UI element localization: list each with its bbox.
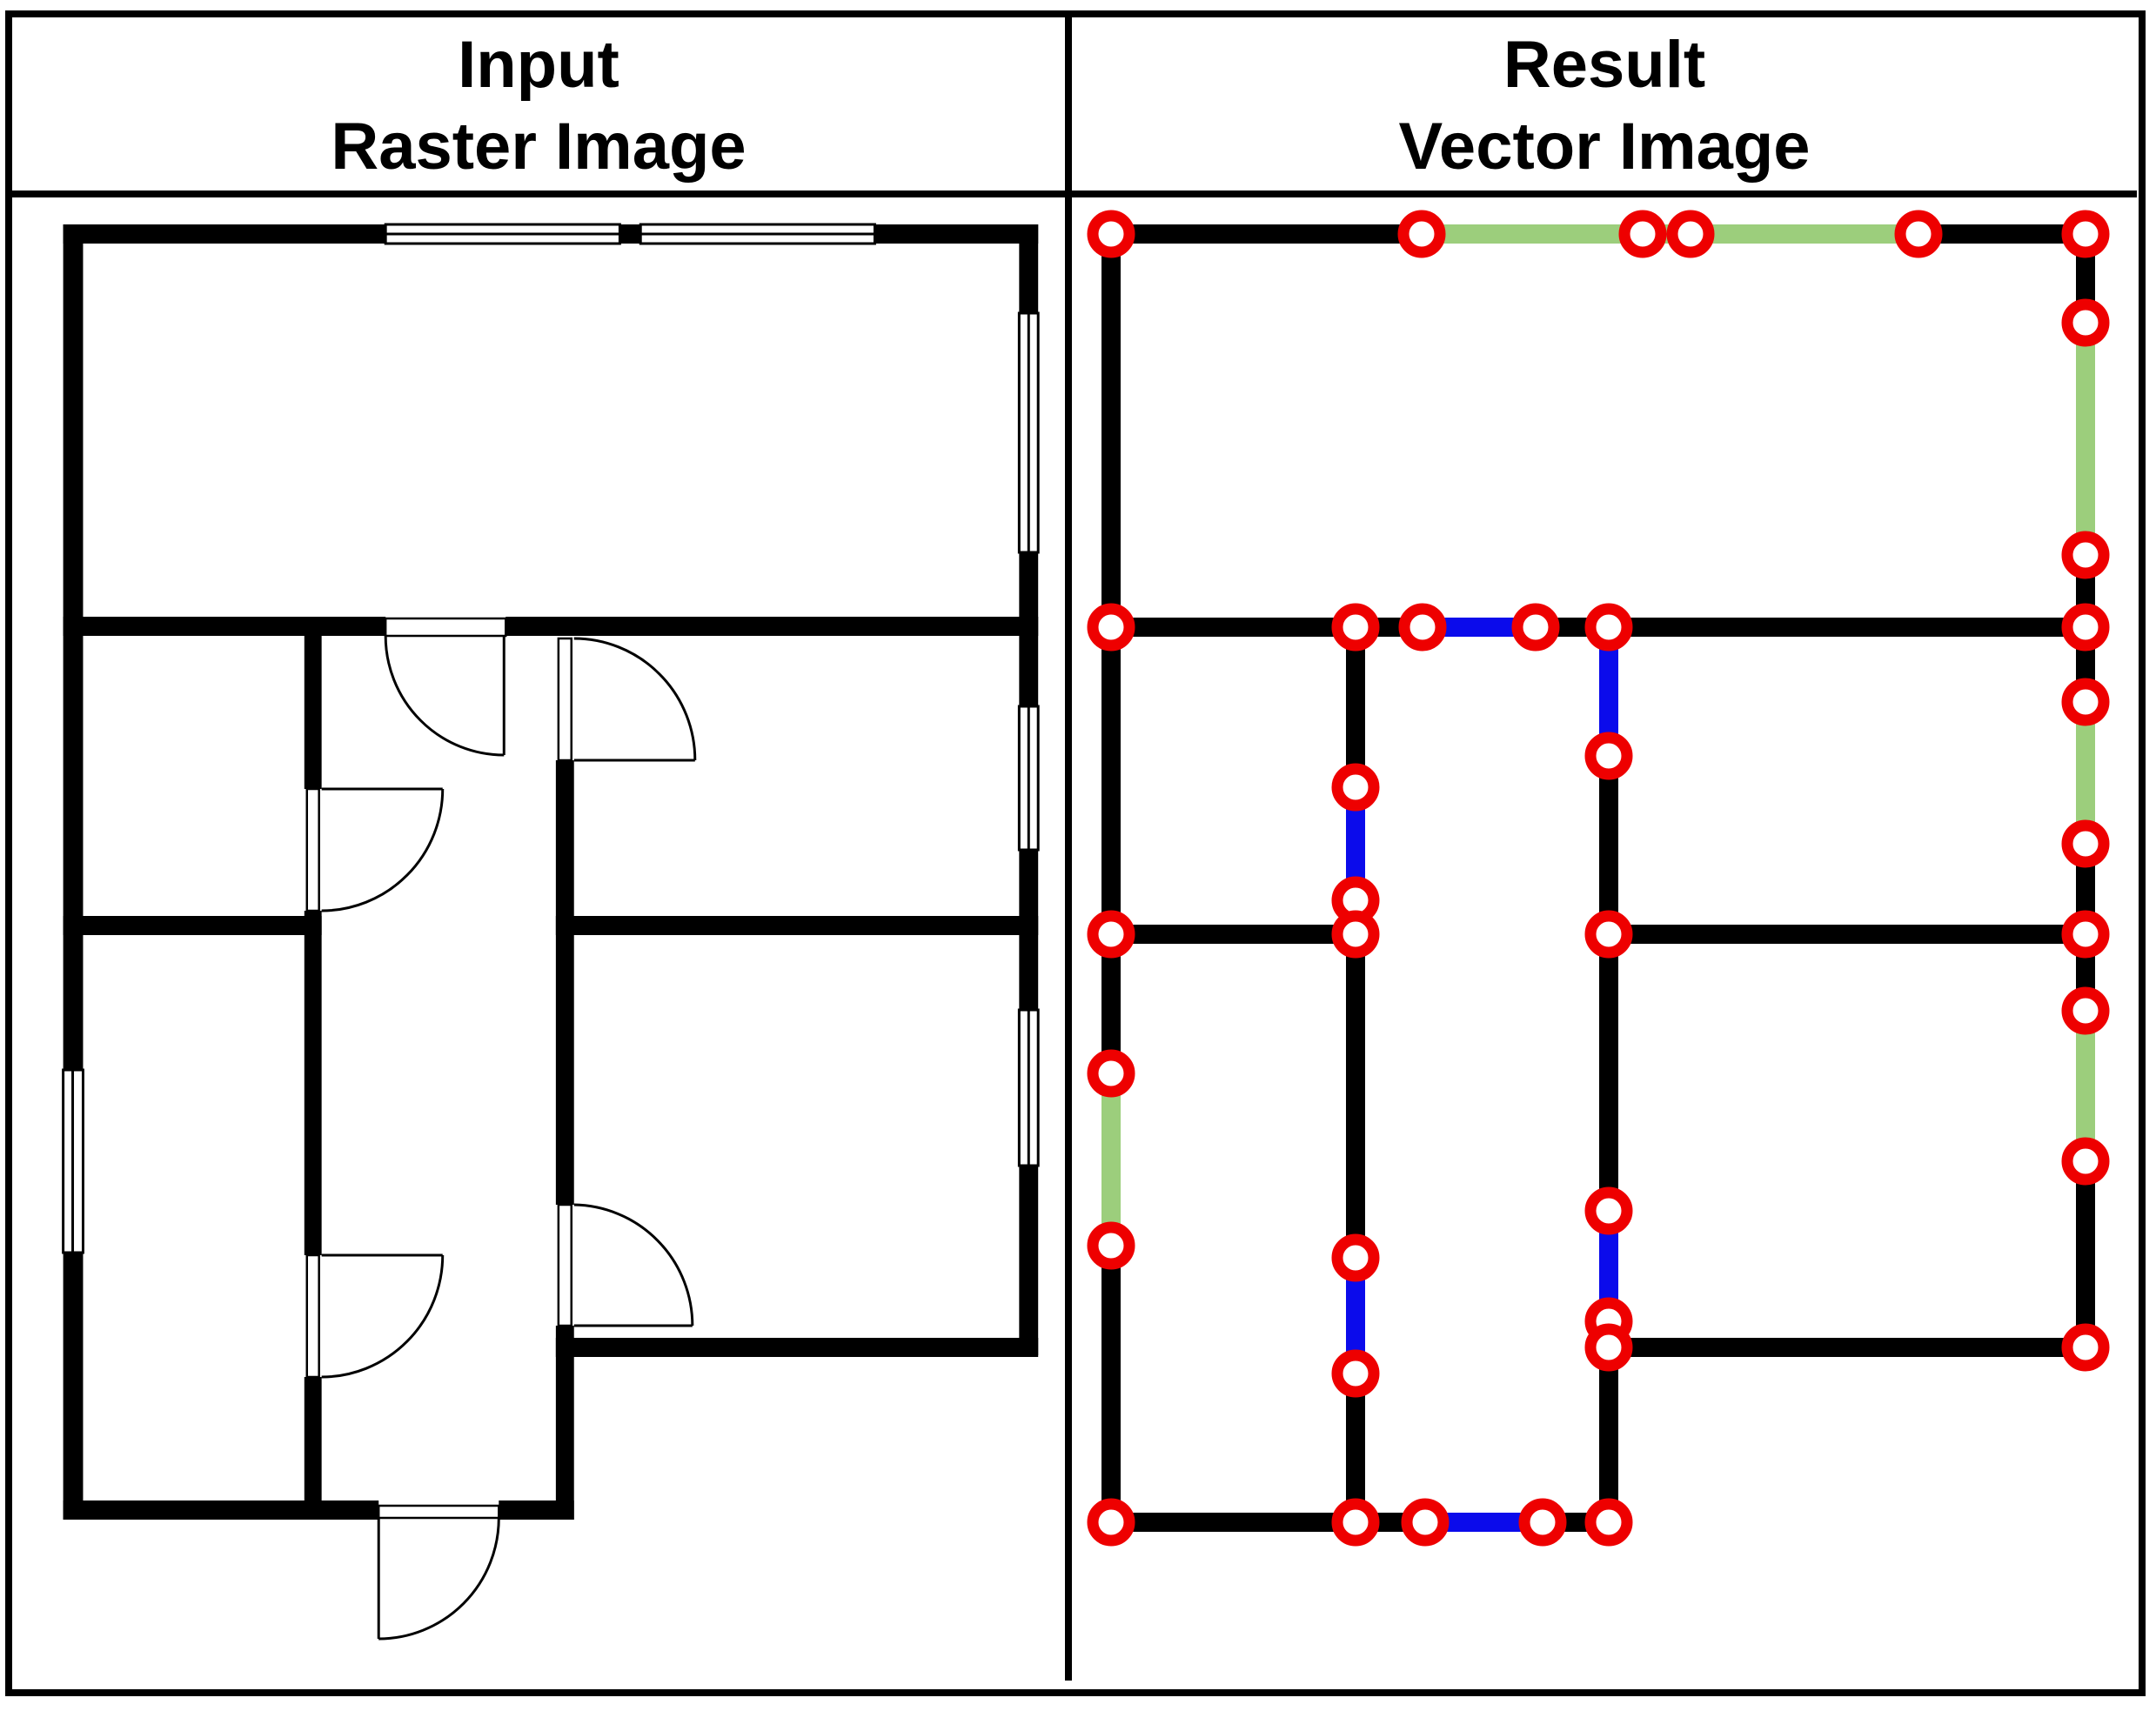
junction-node [1584, 1323, 1633, 1372]
junction-node [1666, 210, 1715, 258]
junction-node [1584, 1498, 1633, 1547]
input-panel-title: Input Raster Image [12, 17, 1065, 188]
door-swing-arc [378, 1517, 500, 1641]
raster-floorplan [62, 223, 1040, 1641]
vector-image-panel [1072, 197, 2137, 1681]
junction-node [2061, 910, 2110, 959]
wall-segment [555, 760, 574, 1205]
wall-segment [555, 916, 1039, 935]
figure-frame: Input Raster Image Result Vector Image [5, 10, 2146, 1696]
door-swing-arc [321, 1254, 445, 1379]
junction-node [1087, 603, 1135, 652]
junction-node [2061, 298, 2110, 347]
junction-node [1584, 910, 1633, 959]
raster-image-panel [12, 197, 1072, 1681]
door-leaf [377, 1504, 500, 1520]
door-leaf [305, 1253, 320, 1379]
junction-node [1584, 603, 1633, 652]
junction-node [1331, 910, 1380, 959]
junction-node [1584, 732, 1633, 780]
door-swing-arc [573, 1203, 694, 1327]
door-swing-arc [573, 637, 697, 761]
junction-node [1511, 603, 1560, 652]
result-title-line1: Result [1503, 28, 1706, 102]
junction-node [1331, 1349, 1380, 1398]
wall-segment [63, 916, 322, 935]
junction-node [1331, 1233, 1380, 1282]
input-title-line1: Input [458, 28, 619, 102]
wall-segment [304, 911, 322, 1255]
wall-segment [619, 224, 641, 244]
junction-node [2061, 986, 2110, 1035]
junction-node [1331, 1498, 1380, 1547]
wall-segment [63, 1253, 84, 1520]
junction-node [1087, 210, 1135, 258]
junction-node [1518, 1498, 1567, 1547]
result-panel-title: Result Vector Image [1072, 17, 2137, 188]
junction-node [1331, 603, 1380, 652]
wall-segment [506, 617, 1039, 636]
junction-node [1087, 1221, 1135, 1270]
junction-node [2061, 603, 2110, 652]
wall-segment [555, 1326, 574, 1520]
wall-segment [874, 224, 1039, 244]
wall-segment [63, 617, 386, 636]
result-title-line2: Vector Image [1398, 110, 1811, 184]
door-swing-arc [384, 635, 505, 757]
junction-node [2061, 1137, 2110, 1186]
door-leaf [305, 787, 320, 912]
door-leaf [384, 617, 507, 638]
vector-floorplan [1087, 210, 2110, 1547]
wall-segment [499, 1500, 574, 1520]
header-cell-input: Input Raster Image [12, 17, 1072, 197]
junction-node [1618, 210, 1667, 258]
junction-node [1894, 210, 1943, 258]
junction-node [2061, 1323, 2110, 1372]
junction-node [2061, 819, 2110, 868]
junction-node [1331, 763, 1380, 812]
wall-segment [304, 1377, 322, 1520]
junction-node [2061, 678, 2110, 726]
input-title-line2: Raster Image [331, 110, 747, 184]
wall-segment [63, 224, 386, 244]
junction-node [1401, 1498, 1450, 1547]
junction-node [1087, 910, 1135, 959]
wall-segment [555, 1338, 1039, 1357]
junction-node [1087, 1498, 1135, 1547]
junction-node [2061, 210, 2110, 258]
wall-segment [304, 636, 322, 789]
header-cell-result: Result Vector Image [1072, 17, 2137, 197]
wall-segment [1019, 224, 1039, 313]
wall-segment [63, 224, 84, 1070]
junction-node [1584, 1186, 1633, 1235]
door-leaf [557, 637, 572, 762]
junction-node [1397, 210, 1446, 258]
wall-segment [63, 1500, 379, 1520]
wall-segment [1019, 1166, 1039, 1355]
junction-node [1398, 603, 1447, 652]
door-swing-arc [321, 788, 445, 912]
junction-node [1087, 1049, 1135, 1098]
door-leaf [557, 1203, 572, 1327]
junction-node [2061, 531, 2110, 579]
